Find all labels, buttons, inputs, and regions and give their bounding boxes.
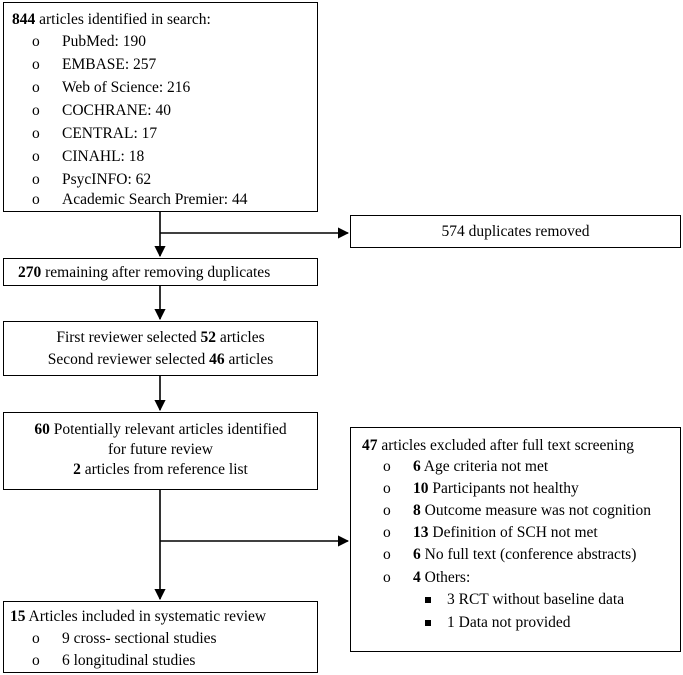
source-item: Academic Search Premier: 44 <box>62 191 248 208</box>
remaining-count: 270 <box>18 264 42 281</box>
search-box: 844 articles identified in search: o Pub… <box>3 2 318 212</box>
included-box: 15 Articles included in systematic revie… <box>3 601 318 673</box>
source-item: Web of Science: 216 <box>62 79 191 96</box>
reference-count: 2 <box>73 461 81 478</box>
second-reviewer-count: 46 <box>209 351 225 368</box>
second-reviewer-line: Second reviewer selected 46 articles <box>4 348 317 371</box>
reference-list-line: 2 articles from reference list <box>4 458 317 481</box>
exclusion-reason: 4 Others: <box>413 566 470 589</box>
second-reviewer-suffix: articles <box>228 351 274 368</box>
relevant-box: 60 Potentially relevant articles identif… <box>3 412 318 490</box>
square-bullet-icon <box>425 620 431 626</box>
included-item: 6 longitudinal studies <box>62 652 196 669</box>
relevant-line1: 60 Potentially relevant articles identif… <box>4 418 317 441</box>
first-reviewer-count: 52 <box>200 329 217 346</box>
bullet-icon: o <box>32 33 40 50</box>
duplicates-label: 574 duplicates removed <box>441 223 590 240</box>
exclusion-reason: 6 No full text (conference abstracts) <box>413 543 636 566</box>
bullet-icon: o <box>32 171 40 188</box>
other-reason: 3 RCT without baseline data <box>447 591 625 608</box>
bullet-icon: o <box>32 652 40 669</box>
remaining-text: 270 remaining after removing duplicates <box>18 261 270 284</box>
reason-count: 6 <box>413 458 421 475</box>
source-item: PsycINFO: 62 <box>62 171 152 188</box>
first-reviewer-line: First reviewer selected 52 articles <box>4 326 317 349</box>
bullet-icon: o <box>383 569 391 586</box>
reason-count: 6 <box>413 546 421 563</box>
reason-text: No full text (conference abstracts) <box>424 546 637 563</box>
reviewers-box: First reviewer selected 52 articles Seco… <box>3 321 318 376</box>
included-item: 9 cross- sectional studies <box>62 630 217 647</box>
bullet-icon: o <box>32 191 40 208</box>
reason-text: Outcome measure was not cognition <box>424 502 652 519</box>
included-heading: 15 Articles included in systematic revie… <box>10 605 266 628</box>
bullet-icon: o <box>383 546 391 563</box>
included-count: 15 <box>10 608 26 625</box>
first-reviewer-prefix: First reviewer selected <box>56 329 197 346</box>
bullet-icon: o <box>32 125 40 142</box>
bullet-icon: o <box>32 148 40 165</box>
exclusion-reason: 8 Outcome measure was not cognition <box>413 499 651 522</box>
remaining-box: 270 remaining after removing duplicates <box>3 258 318 286</box>
excluded-count: 47 <box>362 437 378 454</box>
bullet-icon: o <box>383 480 391 497</box>
search-heading: 844 articles identified in search: <box>12 8 211 31</box>
search-count: 844 <box>12 11 36 28</box>
other-reason: 1 Data not provided <box>447 614 571 631</box>
excluded-box: 47 articles excluded after full text scr… <box>350 427 681 652</box>
bullet-icon: o <box>383 524 391 541</box>
bullet-icon: o <box>32 79 40 96</box>
excluded-label: articles excluded after full text screen… <box>381 437 634 454</box>
reason-text: Age criteria not met <box>423 458 549 475</box>
reason-count: 8 <box>413 502 421 519</box>
relevant-line2: for future review <box>107 441 213 458</box>
reason-count: 4 <box>413 569 421 586</box>
duplicates-box: 574 duplicates removed <box>350 215 681 248</box>
reason-text: Others: <box>424 569 471 586</box>
first-reviewer-suffix: articles <box>219 329 265 346</box>
bullet-icon: o <box>32 56 40 73</box>
source-item: PubMed: 190 <box>62 33 146 50</box>
source-item: CINAHL: 18 <box>62 148 145 165</box>
remaining-label: remaining after removing duplicates <box>45 264 271 281</box>
bullet-icon: o <box>383 458 391 475</box>
relevant-count: 60 <box>34 421 50 438</box>
source-item: EMBASE: 257 <box>62 56 157 73</box>
search-label: articles identified in search: <box>39 11 211 28</box>
relevant-label: Potentially relevant articles identified <box>53 421 287 438</box>
reason-text: Participants not healthy <box>432 480 579 497</box>
excluded-heading: 47 articles excluded after full text scr… <box>362 434 634 457</box>
reference-label: articles from reference list <box>84 461 248 478</box>
second-reviewer-prefix: Second reviewer selected <box>47 351 206 368</box>
included-label: Articles included in systematic review <box>28 608 267 625</box>
reason-text: Definition of SCH not met <box>432 524 598 541</box>
bullet-icon: o <box>32 102 40 119</box>
exclusion-reason: 6 Age criteria not met <box>413 455 548 478</box>
source-item: CENTRAL: 17 <box>62 125 158 142</box>
bullet-icon: o <box>32 630 40 647</box>
reason-count: 13 <box>413 524 429 541</box>
bullet-icon: o <box>383 502 391 519</box>
reason-count: 10 <box>413 480 429 497</box>
exclusion-reason: 10 Participants not healthy <box>413 477 579 500</box>
square-bullet-icon <box>425 597 431 603</box>
source-item: COCHRANE: 40 <box>62 102 171 119</box>
exclusion-reason: 13 Definition of SCH not met <box>413 521 598 544</box>
